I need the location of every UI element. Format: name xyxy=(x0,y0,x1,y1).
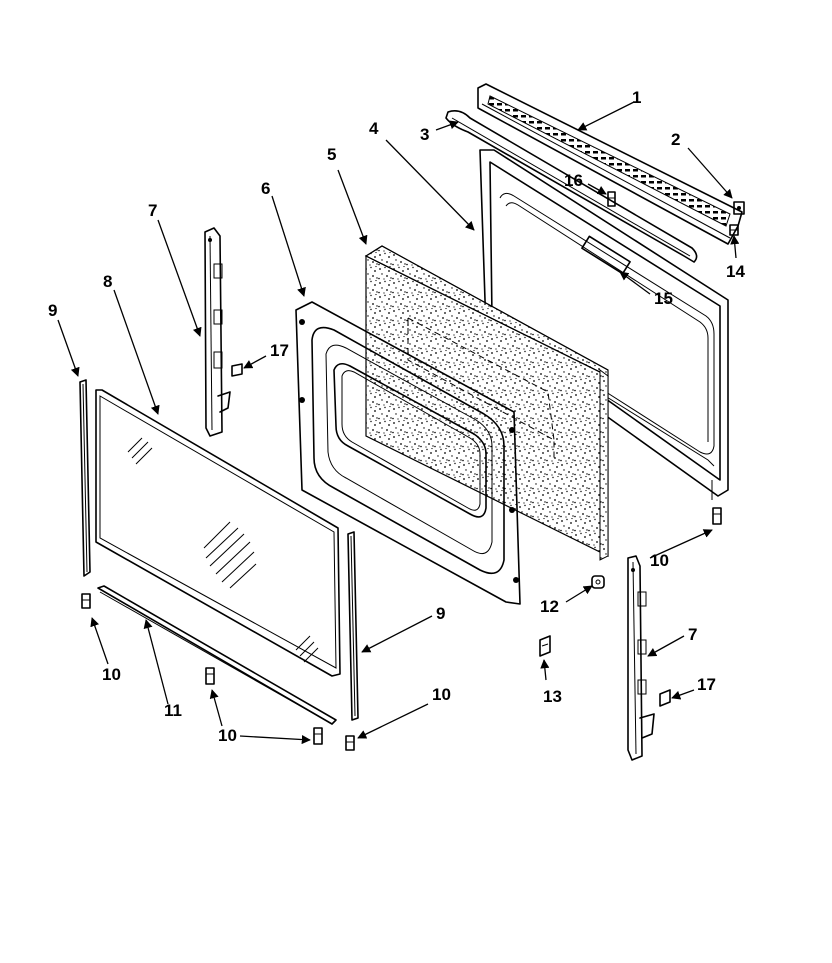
callout-16: 16 xyxy=(564,171,583,190)
callout-12: 12 xyxy=(540,597,559,616)
part-7-right-hinge-channel xyxy=(627,555,655,761)
callout-17-left: 17 xyxy=(270,341,289,360)
leader-lines xyxy=(57,101,740,745)
callout-5: 5 xyxy=(327,145,336,164)
callout-10-bottom: 10 xyxy=(218,726,237,745)
callouts: 1 2 3 4 5 6 7 7 8 9 9 10 10 10 10 11 12 … xyxy=(48,88,745,745)
part-12-nut xyxy=(591,575,605,589)
part-9-left-glass-channel xyxy=(79,379,91,577)
part-8-door-glass xyxy=(95,389,341,677)
callout-8: 8 xyxy=(103,272,112,291)
part-5-insulation xyxy=(364,245,609,561)
part-2-end-clip xyxy=(733,201,745,215)
part-17-spacer-left xyxy=(231,363,243,377)
callout-9-left: 9 xyxy=(48,301,57,320)
callout-6: 6 xyxy=(261,179,270,198)
callout-15: 15 xyxy=(654,289,673,308)
part-11-bottom-trim xyxy=(97,585,337,725)
callout-7-left: 7 xyxy=(148,201,157,220)
callout-13: 13 xyxy=(543,687,562,706)
part-10-screw-bottom-right xyxy=(313,727,323,745)
part-7-left-hinge-channel xyxy=(204,227,231,437)
callout-14: 14 xyxy=(726,262,745,281)
callout-11: 11 xyxy=(164,701,182,720)
callout-10-left: 10 xyxy=(102,665,121,684)
callout-10-frame: 10 xyxy=(650,551,669,570)
part-14-screw xyxy=(729,224,739,236)
part-17-spacer-right xyxy=(659,689,671,707)
callout-9-right: 9 xyxy=(436,604,445,623)
callout-7-right: 7 xyxy=(688,625,697,644)
callout-3: 3 xyxy=(420,125,429,144)
callout-10-channel: 10 xyxy=(432,685,451,704)
part-13-clip xyxy=(539,635,551,657)
callout-4: 4 xyxy=(369,119,379,138)
part-10-screw-bottom-middle xyxy=(205,667,215,685)
part-10-screw-frame xyxy=(712,507,722,525)
callout-17-right: 17 xyxy=(697,675,716,694)
part-9-right-glass-channel xyxy=(347,531,359,721)
callout-2: 2 xyxy=(671,130,680,149)
part-6-inner-door-liner xyxy=(295,301,521,605)
part-10-screw-channel xyxy=(345,735,355,751)
callout-1: 1 xyxy=(632,88,641,107)
part-16-screw xyxy=(607,191,616,207)
part-10-screw-left xyxy=(81,593,91,609)
